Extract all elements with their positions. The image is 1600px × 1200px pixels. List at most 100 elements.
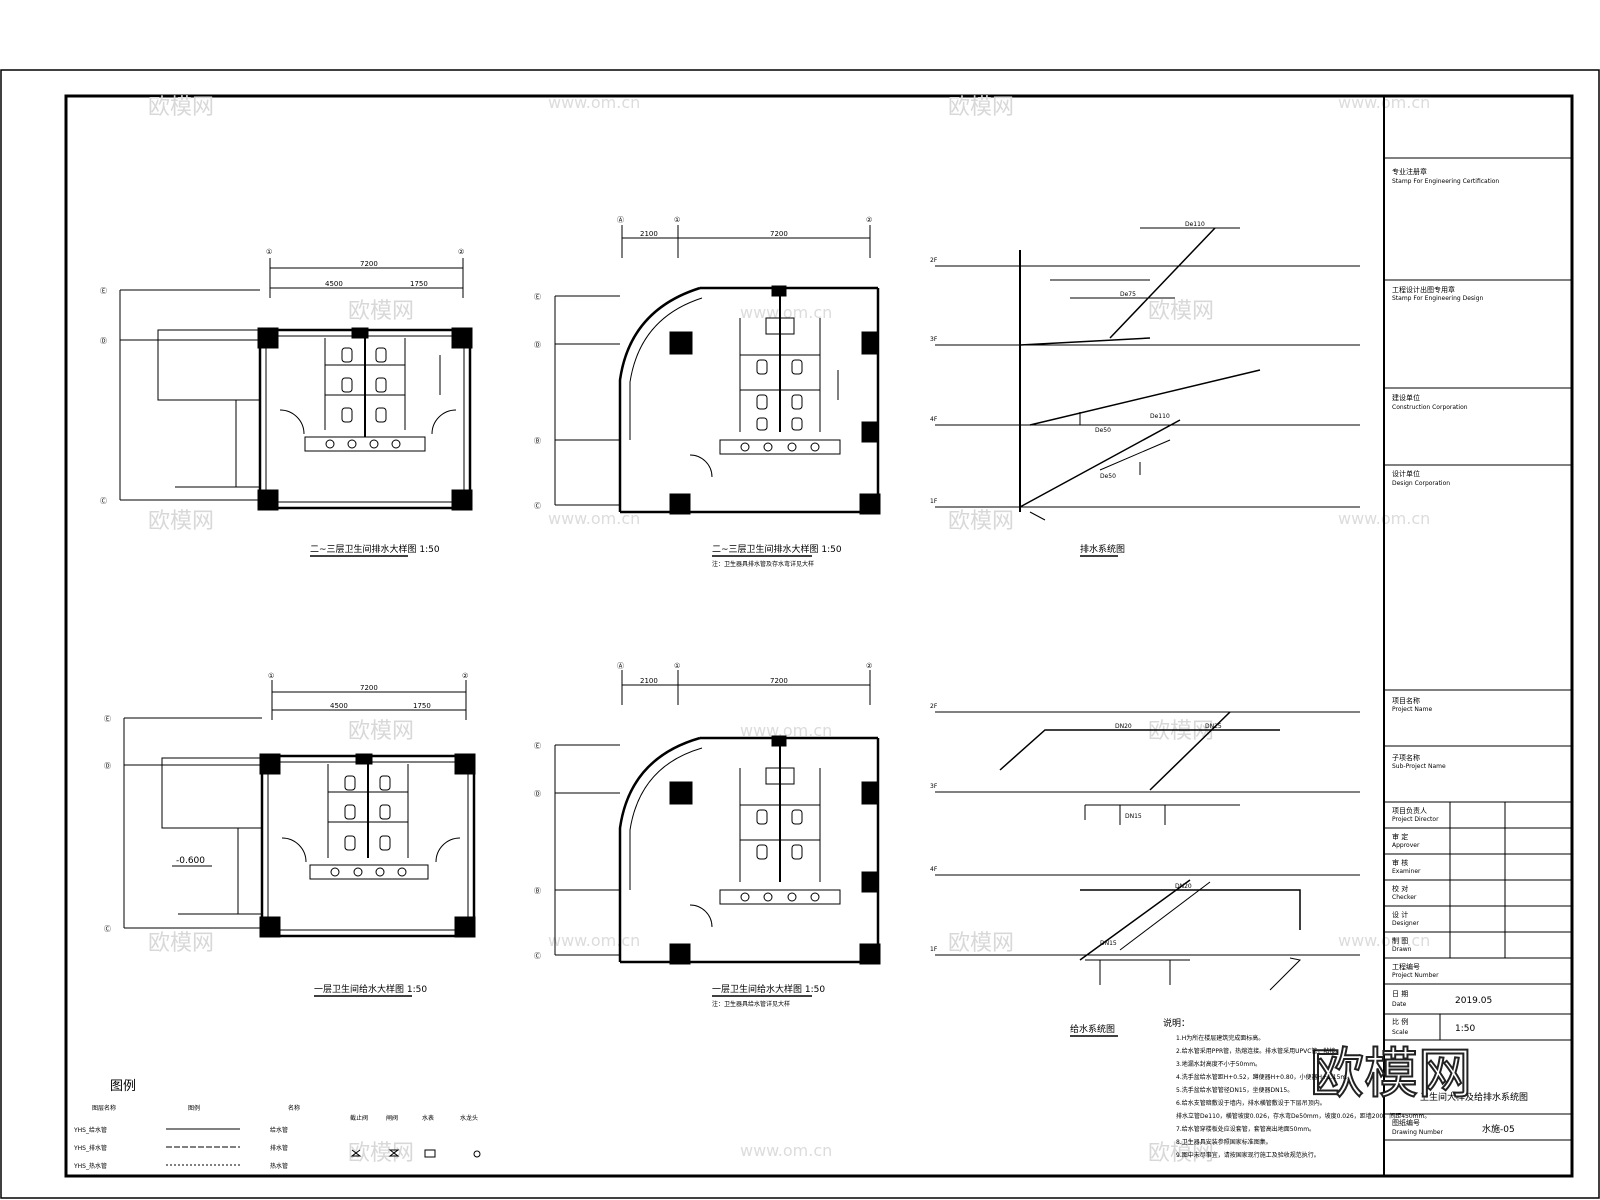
svg-text:Drawing Number: Drawing Number [1392,1129,1443,1136]
svg-text:3F: 3F [930,783,938,790]
svg-text:项目名称: 项目名称 [1392,696,1420,705]
svg-text:DN20: DN20 [1175,883,1192,890]
svg-text:DN25: DN25 [1205,723,1222,730]
svg-text:YHS_给水管: YHS_给水管 [73,1126,107,1134]
water-supply-system-labels: 2F 3F 4F 1F DN20 DN25 DN15 DN15 DN20 给水系… [930,703,1222,1035]
design-notes: 说明： 1.H为所在楼层建筑完成面标高。 2.给水管采用PPR管，热熔连接。排水… [1163,1017,1430,1159]
svg-text:水施-05: 水施-05 [1482,1123,1515,1135]
svg-text:1.H为所在楼层建筑完成面标高。: 1.H为所在楼层建筑完成面标高。 [1176,1034,1264,1042]
drainage-system-diagram [935,227,1360,521]
svg-text:DN20: DN20 [1115,723,1132,730]
legend-lines [166,1128,481,1166]
svg-text:建设单位: 建设单位 [1392,393,1420,402]
plan-bottom-left-labels: ① ② 7200 4500 1750 Ⓔ Ⓓ Ⓒ -0.600 一层卫生间给水大… [104,672,468,995]
svg-text:1750: 1750 [410,280,428,288]
svg-text:www.om.cn: www.om.cn [740,1141,832,1160]
svg-text:5.洗手盆给水管管径DN15，坐便器DN15。: 5.洗手盆给水管管径DN15，坐便器DN15。 [1176,1086,1293,1094]
svg-text:①: ① [266,248,272,256]
level-mark: -0.600 [176,856,205,866]
svg-text:6.给水支管暗敷设于墙内，排水横管敷设于下层吊顶内。: 6.给水支管暗敷设于墙内，排水横管敷设于下层吊顶内。 [1176,1099,1326,1107]
svg-text:De50: De50 [1095,427,1111,434]
svg-text:给水管: 给水管 [270,1126,288,1134]
drainage-system-labels: 2F 3F 4F 1F De110 De75 De110 De50 De50 排… [930,221,1205,555]
svg-text:水表: 水表 [422,1114,434,1122]
svg-text:工程设计出图专用章: 工程设计出图专用章 [1392,285,1455,294]
svg-text:Ⓔ: Ⓔ [534,742,541,750]
svg-text:Drawn: Drawn [1392,946,1412,953]
svg-text:欧模网: 欧模网 [1148,1141,1214,1166]
svg-text:3F: 3F [930,336,938,343]
svg-text:Ⓐ: Ⓐ [617,662,624,670]
svg-text:Stamp For Engineering Design: Stamp For Engineering Design [1392,295,1484,302]
svg-text:Ⓓ: Ⓓ [104,762,111,770]
svg-text:欧模网: 欧模网 [948,95,1014,120]
svg-text:设计单位: 设计单位 [1392,469,1420,478]
svg-text:www.om.cn: www.om.cn [740,721,832,740]
svg-text:子项名称: 子项名称 [1392,753,1420,762]
svg-text:项目负责人: 项目负责人 [1392,806,1427,815]
svg-text:Scale: Scale [1392,1029,1408,1036]
svg-text:De50: De50 [1100,473,1116,480]
caption-bottom-left: 一层卫生间给水大样图 1:50 [314,983,427,995]
svg-text:DN15: DN15 [1125,813,1142,820]
svg-text:Construction Corporation: Construction Corporation [1392,404,1468,411]
svg-text:校 对: 校 对 [1392,884,1408,893]
plan-top-left-labels: ① ② 7200 4500 1750 Ⓔ Ⓓ Ⓒ 二~三层卫生间排水大样图 1:… [100,248,464,555]
svg-text:日 期: 日 期 [1392,990,1408,998]
svg-text:4.洗手盆给水管距H+0.52，蹲便器H+0.80，小便器H: 4.洗手盆给水管距H+0.52，蹲便器H+0.80，小便器H+1.15m。 [1176,1073,1352,1081]
svg-text:②: ② [458,248,464,256]
svg-text:3.地漏水封高度不小于50mm。: 3.地漏水封高度不小于50mm。 [1176,1060,1261,1068]
svg-text:截止阀: 截止阀 [350,1114,368,1122]
svg-text:2100: 2100 [640,230,658,238]
svg-text:Checker: Checker [1392,894,1417,901]
svg-text:Designer: Designer [1392,920,1419,927]
svg-text:审 定: 审 定 [1392,832,1408,841]
svg-text:制 图: 制 图 [1392,936,1408,945]
title-block-text: 专业注册章 Stamp For Engineering Certificatio… [1392,167,1528,1136]
svg-text:1F: 1F [930,498,938,505]
svg-text:比 例: 比 例 [1392,1017,1408,1026]
svg-text:欧模网: 欧模网 [348,719,414,744]
svg-text:8.卫生器具安装参照国家标准图集。: 8.卫生器具安装参照国家标准图集。 [1176,1138,1272,1146]
svg-text:图例: 图例 [110,1079,136,1094]
svg-text:图层名称: 图层名称 [92,1104,116,1112]
svg-text:热水管: 热水管 [270,1162,288,1170]
svg-text:Ⓓ: Ⓓ [100,337,107,345]
svg-text:2F: 2F [930,257,938,264]
svg-text:4500: 4500 [330,702,348,710]
plan-bottom-mid-labels: Ⓐ ① ② 2100 7200 Ⓔ Ⓓ Ⓑ Ⓒ 一层卫生间给水大样图 1:50 … [534,662,872,1008]
caption-top-mid: 二~三层卫生间排水大样图 1:50 [712,543,842,555]
svg-text:排水立管De110，横管坡度0.026，存水弯De50mm，: 排水立管De110，横管坡度0.026，存水弯De50mm，坡度0.026，距墙… [1176,1112,1430,1120]
svg-text:Ⓔ: Ⓔ [100,287,107,295]
globe-valve-icon [350,1149,362,1157]
svg-text:Ⓐ: Ⓐ [617,216,624,224]
svg-text:排水管: 排水管 [270,1144,288,1152]
inner-frame [64,94,1574,1178]
svg-text:Ⓒ: Ⓒ [534,952,541,960]
svg-text:7.给水管穿楼板处应设套管，套管高出地面50mm。: 7.给水管穿楼板处应设套管，套管高出地面50mm。 [1176,1125,1315,1133]
svg-text:7200: 7200 [770,230,788,238]
svg-text:②: ② [462,672,468,680]
svg-text:说明：: 说明： [1163,1017,1190,1029]
svg-text:专业注册章: 专业注册章 [1392,167,1427,176]
svg-text:工程编号: 工程编号 [1392,962,1420,971]
svg-text:欧模网: 欧模网 [948,509,1014,534]
svg-text:www.om.cn: www.om.cn [548,93,640,112]
svg-text:www.om.cn: www.om.cn [548,931,640,950]
svg-text:Ⓒ: Ⓒ [534,502,541,510]
svg-text:4500: 4500 [325,280,343,288]
svg-text:Project Name: Project Name [1392,706,1432,713]
svg-text:①: ① [268,672,274,680]
svg-text:9.图中未尽事宜，请按国家现行施工及验收规范执行。: 9.图中未尽事宜，请按国家现行施工及验收规范执行。 [1176,1151,1320,1159]
watermark-layer: 欧模网 www.om.cn 欧模网 www.om.cn 欧模网 www.om.c… [148,93,1430,1166]
svg-text:Project Number: Project Number [1392,972,1439,979]
svg-text:Date: Date [1392,1001,1407,1008]
note-bottom-mid: 注：卫生器具给水管详见大样 [712,1000,790,1008]
svg-text:1750: 1750 [413,702,431,710]
svg-text:Ⓑ: Ⓑ [534,437,541,445]
svg-text:Sub-Project Name: Sub-Project Name [1392,763,1446,770]
outer-border [0,69,1600,1199]
plan-top-mid-labels: Ⓐ ① ② 2100 7200 Ⓔ Ⓓ Ⓑ Ⓒ 二~三层卫生间排水大样图 1:5… [534,216,872,568]
svg-text:4F: 4F [930,866,938,873]
